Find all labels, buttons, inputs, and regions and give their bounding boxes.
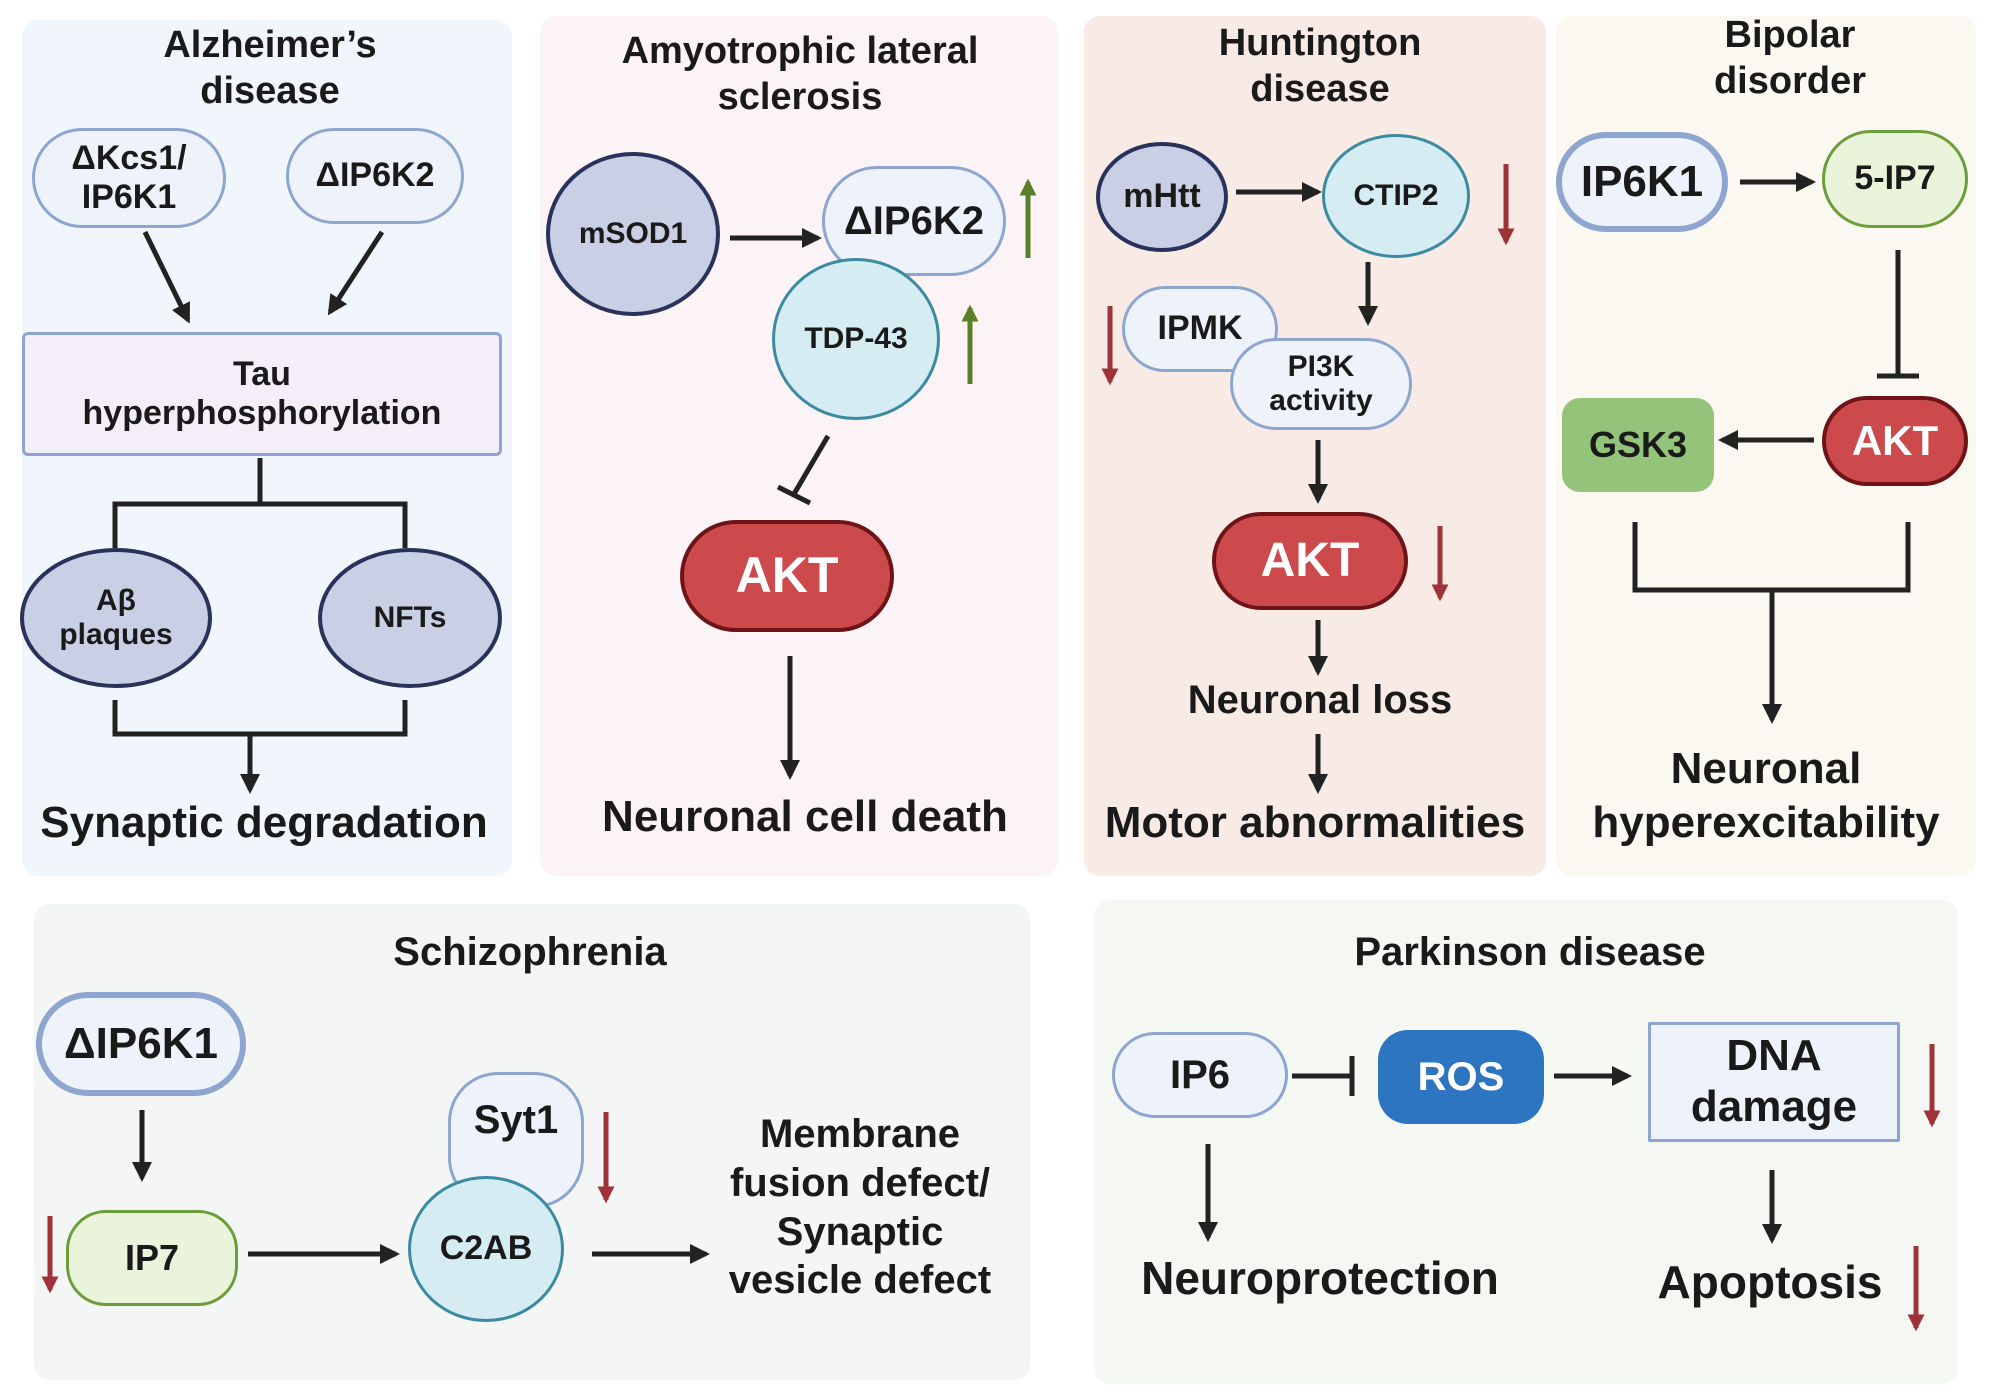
kcs1-ip6k1-node: ΔKcs1/ IP6K1 (32, 128, 226, 228)
tau-hyperphosphorylation-box: Tau hyperphosphorylation (22, 332, 502, 456)
neuronal-cell-death-label: Neuronal cell death (602, 792, 1008, 841)
tdp43-inhibit-bar (776, 484, 812, 506)
bd-akt-node: AKT (1822, 396, 1968, 486)
schizophrenia-title: Schizophrenia (393, 930, 667, 974)
hd-akt-node: AKT (1212, 512, 1408, 610)
neuroprotection-label: Neuroprotection (1141, 1252, 1499, 1304)
ros-node: ROS (1378, 1030, 1544, 1124)
neuronal-hyperexcitability-label: Neuronal hyperexcitability (1592, 744, 1940, 847)
ip6-node: IP6 (1112, 1032, 1288, 1118)
nfts-node: NFTs (318, 548, 502, 688)
dna-damage-box: DNA damage (1648, 1022, 1900, 1142)
pi3k-activity-node: PI3K activity (1230, 338, 1412, 430)
als-title: Amyotrophic lateral sclerosis (621, 30, 979, 119)
synaptic-degradation-label: Synaptic degradation (40, 798, 488, 847)
alzheimers-title: Alzheimer’s disease (163, 24, 377, 113)
membrane-fusion-defect-label: Membrane fusion defect/ Synaptic vesicle… (728, 1112, 992, 1303)
arrow-ip6k2-to-tau (327, 230, 385, 316)
ip6k2-node: ΔIP6K2 (286, 128, 464, 224)
tdp43-inhibit-line (791, 434, 831, 496)
tdp43-node: TDP-43 (772, 258, 940, 420)
5-ip7-node: 5-IP7 (1822, 130, 1968, 228)
msod1-node: mSOD1 (546, 152, 720, 316)
ctip2-node: CTIP2 (1322, 134, 1470, 258)
bipolar-title: Bipolar disorder (1713, 14, 1867, 103)
tau-branch (112, 501, 408, 548)
bd-merge-bracket (1632, 522, 1911, 593)
motor-abnormalities-label: Motor abnormalities (1104, 798, 1526, 847)
arrow-kcs1-to-tau (142, 230, 191, 324)
abeta-plaques-node: Aβ plaques (20, 548, 212, 688)
bd-ip6k1-node: IP6K1 (1556, 132, 1728, 232)
gsk3-node: GSK3 (1562, 398, 1714, 492)
parkinson-panel (1094, 900, 1958, 1384)
als-akt-node: AKT (680, 520, 894, 632)
neuronal-loss-label: Neuronal loss (1187, 678, 1453, 722)
apoptosis-label: Apoptosis (1657, 1256, 1883, 1308)
als-ip6k2-node: ΔIP6K2 (822, 166, 1006, 276)
huntington-title: Huntington disease (1218, 22, 1422, 111)
mhtt-node: mHtt (1096, 142, 1228, 252)
sz-ip7-node: IP7 (66, 1210, 238, 1306)
sz-ip6k1-node: ΔIP6K1 (36, 992, 246, 1096)
ad-merge-bracket (112, 700, 408, 737)
c2ab-node: C2AB (408, 1176, 564, 1322)
parkinson-title: Parkinson disease (1354, 930, 1706, 974)
